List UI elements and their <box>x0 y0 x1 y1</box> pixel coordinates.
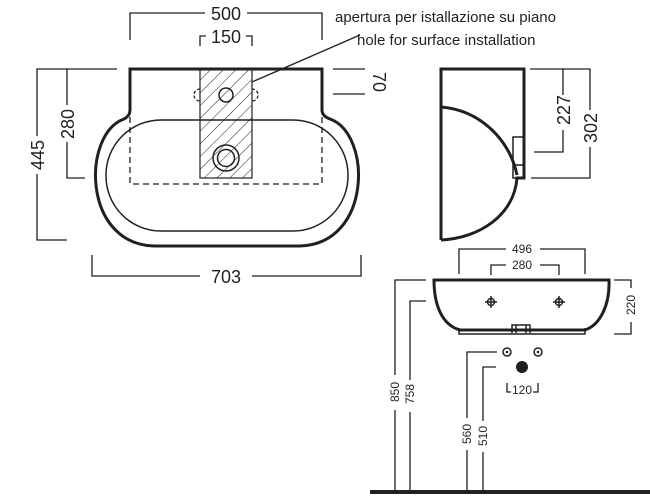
tap-hole-icon <box>218 87 234 103</box>
basin-outline <box>94 67 360 248</box>
side-view: 227 302 <box>439 67 601 242</box>
water-supply-left-icon <box>502 347 512 357</box>
waste-outlet <box>512 136 525 179</box>
front-view: 496 280 220 120 850 758 560 510 <box>370 242 650 494</box>
dim-510: 510 <box>476 426 490 446</box>
dim-850: 850 <box>388 382 402 402</box>
dim-280-front: 280 <box>512 258 532 272</box>
tap-hole-left-icon <box>485 296 497 308</box>
waste-pipe-icon <box>516 361 528 373</box>
drain-inner-icon <box>216 148 236 168</box>
dim-70: 70 <box>369 72 389 92</box>
optional-tap-hole-right <box>251 88 259 102</box>
dim-560: 560 <box>460 424 474 444</box>
leader-line <box>251 34 361 83</box>
dim-703: 703 <box>211 267 241 287</box>
installation-hole-area <box>199 68 253 179</box>
front-basin-outline <box>432 278 611 332</box>
water-supply-right-icon <box>533 347 543 357</box>
top-view: 500 150 445 280 703 70 apertura per ista… <box>28 4 556 287</box>
drain-outer-icon <box>212 144 240 172</box>
dim-280: 280 <box>58 109 78 139</box>
dim-500: 500 <box>211 4 241 24</box>
dim-227: 227 <box>554 95 574 125</box>
dim-120: 120 <box>512 383 532 397</box>
optional-tap-hole-left <box>193 88 201 102</box>
dim-150: 150 <box>211 27 241 47</box>
tap-hole-right-icon <box>553 296 565 308</box>
dim-302: 302 <box>581 113 601 143</box>
dim-758: 758 <box>403 384 417 404</box>
dim-220: 220 <box>624 295 638 315</box>
annotation-italian: apertura per istallazione su piano <box>335 9 556 26</box>
dim-445: 445 <box>28 140 48 170</box>
annotation-english: hole for surface installation <box>357 32 535 49</box>
dim-496: 496 <box>512 242 532 256</box>
